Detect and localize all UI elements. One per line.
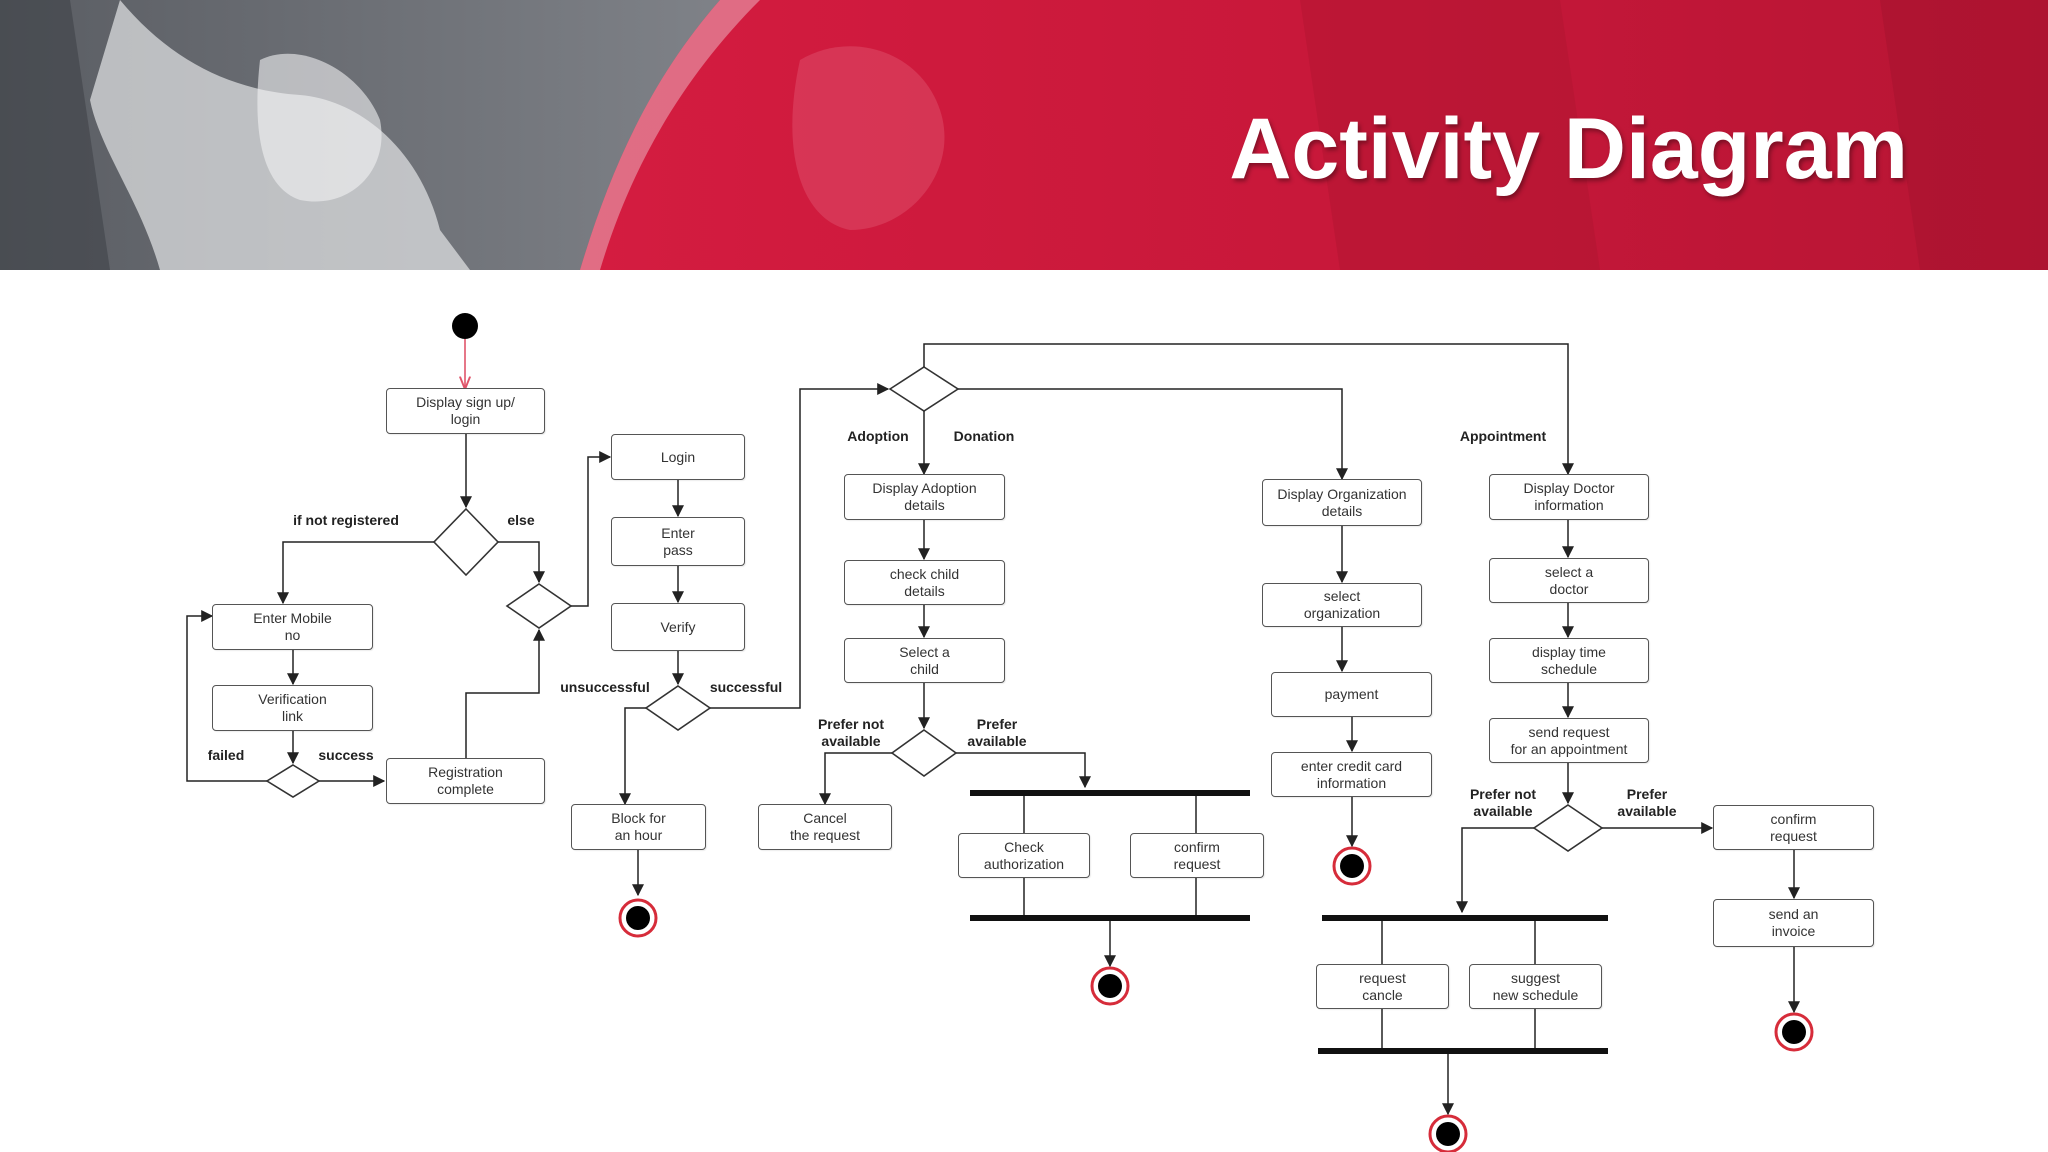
flow-edge	[956, 752, 1091, 789]
activity-check-authorization: Check authorization	[958, 833, 1090, 878]
flow-edge	[1456, 827, 1534, 914]
flow-edge	[498, 541, 545, 584]
activity-block-for-an-hour: Block for an hour	[571, 804, 706, 850]
fork-bar-appointment	[1322, 915, 1608, 921]
decision-merge-login	[505, 583, 573, 629]
decision-verify	[644, 685, 712, 731]
guard-unsuccessful: unsuccessful	[560, 679, 650, 695]
guard-prefer-not-available-appointment: Prefer not available	[1469, 786, 1537, 819]
decision-appointment-preference	[1532, 804, 1604, 852]
activity-select-organization: select organization	[1262, 583, 1422, 627]
flow-edge	[619, 707, 646, 806]
activity-display-organization-details: Display Organization details	[1262, 479, 1422, 526]
activity-check-child-details: check child details	[844, 560, 1005, 605]
join-bar-appointment	[1318, 1048, 1608, 1054]
flow-edge	[186, 610, 267, 782]
final-node-block	[618, 898, 658, 938]
activity-confirm-request-adoption: confirm request	[1130, 833, 1264, 878]
flow-edge	[277, 541, 434, 605]
final-node-adoption	[1090, 966, 1130, 1006]
activity-enter-credit-card-information: enter credit card information	[1271, 752, 1432, 797]
activity-registration-complete: Registration complete	[386, 758, 545, 804]
guard-adoption: Adoption	[847, 428, 909, 444]
activity-request-cancel: request cancle	[1316, 964, 1449, 1009]
activity-display-doctor-information: Display Doctor information	[1489, 474, 1649, 520]
activity-select-a-child: Select a child	[844, 638, 1005, 683]
flow-edge	[465, 628, 545, 758]
header-banner: Activity Diagram	[0, 0, 2048, 270]
activity-cancel-the-request: Cancel the request	[758, 804, 892, 850]
activity-send-request-appointment: send request for an appointment	[1489, 718, 1649, 763]
activity-display-adoption-details: Display Adoption details	[844, 474, 1005, 520]
flow-edge	[958, 388, 1348, 481]
decision-adoption-preference	[890, 729, 958, 777]
activity-enter-mobile: Enter Mobile no	[212, 604, 373, 650]
final-node-donation	[1332, 846, 1372, 886]
activity-verify: Verify	[611, 603, 745, 651]
activity-send-an-invoice: send an invoice	[1713, 899, 1874, 947]
guard-appointment: Appointment	[1459, 428, 1547, 444]
flow-edge	[819, 752, 892, 806]
decision-registered	[432, 507, 500, 577]
activity-select-a-doctor: select a doctor	[1489, 558, 1649, 603]
final-node-appointment	[1428, 1114, 1468, 1152]
activity-enter-pass: Enter pass	[611, 517, 745, 566]
activity-login: Login	[611, 434, 745, 480]
activity-payment: payment	[1271, 672, 1432, 717]
guard-else: else	[507, 512, 535, 528]
activity-suggest-new-schedule: suggest new schedule	[1469, 964, 1602, 1009]
banner-photo-image	[0, 0, 2048, 270]
flow-edge	[710, 383, 890, 709]
guard-prefer-available-appointment: Prefer available	[1617, 786, 1677, 819]
activity-confirm-request-appointment: confirm request	[1713, 805, 1874, 850]
guard-donation: Donation	[953, 428, 1015, 444]
guard-successful: successful	[709, 679, 783, 695]
flow-edge	[571, 451, 612, 607]
activity-display-time-schedule: display time schedule	[1489, 638, 1649, 683]
fork-bar-adoption	[970, 790, 1250, 796]
guard-success: success	[318, 747, 374, 763]
guard-if-not-registered: if not registered	[293, 512, 399, 528]
guard-prefer-available-adoption: Prefer available	[967, 716, 1027, 749]
decision-verification	[265, 764, 321, 798]
activity-verification-link: Verification link	[212, 685, 373, 731]
guard-failed: failed	[207, 747, 245, 763]
decision-service	[888, 366, 960, 412]
join-bar-adoption	[970, 915, 1250, 921]
guard-prefer-not-available-adoption: Prefer not available	[817, 716, 885, 749]
flow-edges	[186, 343, 1800, 1116]
initial-node	[452, 313, 478, 339]
activity-display-signup-login: Display sign up/ login	[386, 388, 545, 434]
final-node-invoice	[1774, 1012, 1814, 1052]
flow-edge	[923, 343, 1574, 476]
slide-title: Activity Diagram	[1229, 101, 1908, 197]
